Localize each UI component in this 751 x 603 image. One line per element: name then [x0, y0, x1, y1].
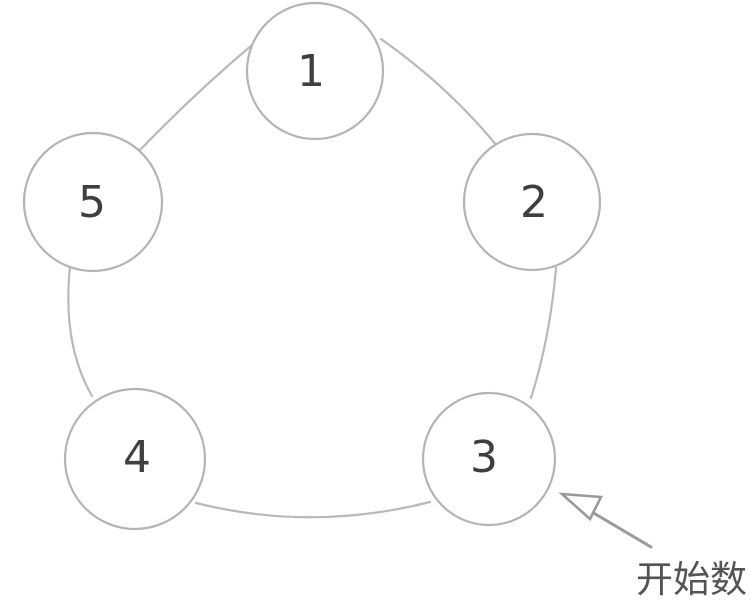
node-circle-2[interactable]	[462, 132, 602, 272]
annotation-label: 开始数	[636, 558, 747, 601]
node-circle-3[interactable]	[421, 391, 557, 527]
node-label-3: 3	[470, 432, 498, 483]
edge-4-to-5	[67, 265, 94, 398]
edge-2-to-3	[529, 266, 558, 400]
annotation-arrow-head-icon	[558, 492, 604, 522]
node-label-group: 1 2 3 4 5	[78, 46, 548, 483]
node-circle-4[interactable]	[63, 387, 207, 531]
edge-1-to-2	[379, 37, 499, 148]
edge-3-to-4	[194, 500, 432, 519]
node-label-4: 4	[123, 432, 151, 483]
edge-group	[67, 37, 558, 519]
node-label-5: 5	[78, 177, 106, 228]
node-label-2: 2	[520, 177, 548, 228]
edge-5-to-1	[138, 43, 254, 152]
node-circle-1[interactable]	[245, 1, 385, 141]
start-annotation: 开始数	[558, 492, 747, 601]
node-group	[22, 1, 602, 531]
node-circle-5[interactable]	[22, 131, 164, 273]
node-label-1: 1	[297, 46, 325, 97]
annotation-arrow-shaft	[590, 510, 653, 549]
